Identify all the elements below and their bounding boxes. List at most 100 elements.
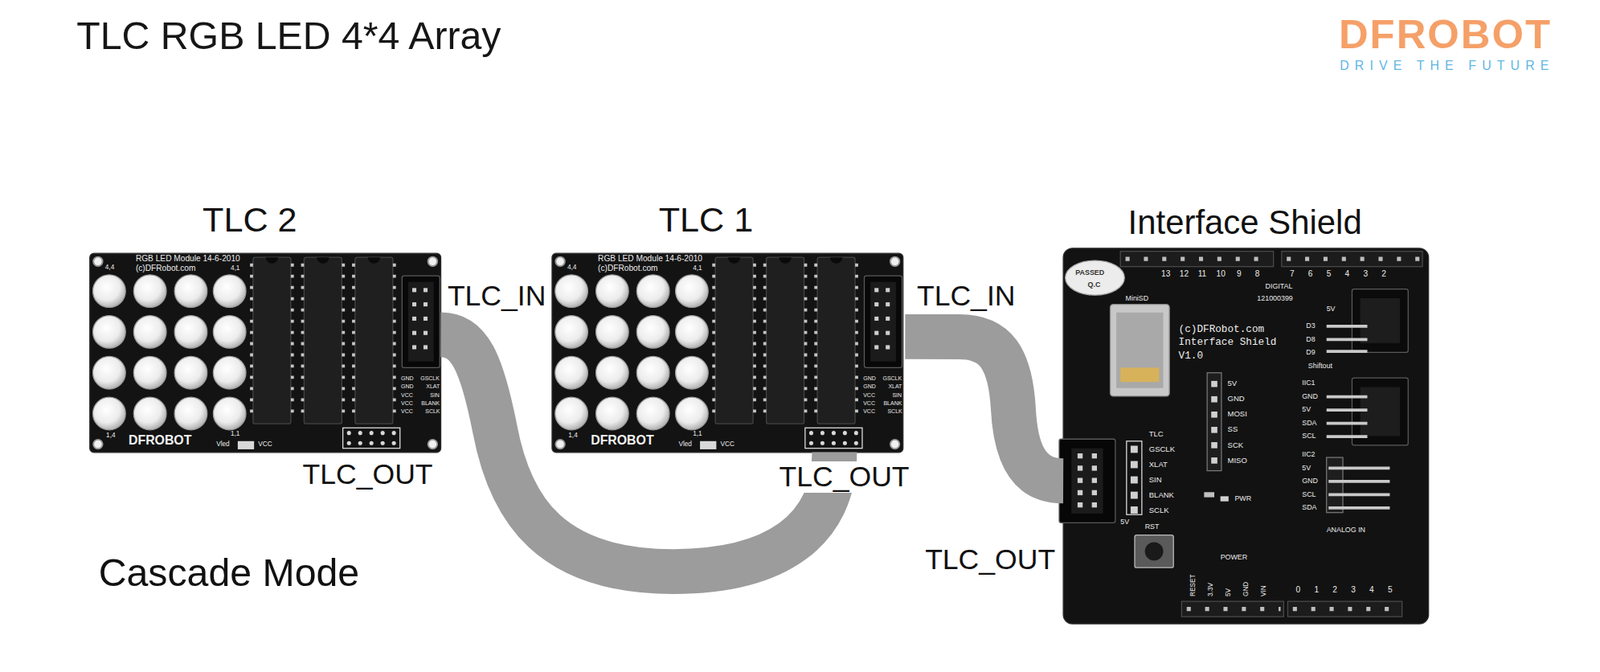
silkscreen-text: TLC (1149, 429, 1164, 438)
callout-label: TLC_OUT (301, 458, 435, 491)
board-detail (1059, 438, 1116, 523)
board-detail (1092, 490, 1097, 496)
silkscreen-text: SDA (1301, 503, 1317, 512)
board-detail (1287, 601, 1402, 617)
silkscreen-text: VCC (401, 392, 414, 398)
silkscreen-text: MOSI (1227, 409, 1248, 418)
board-detail (1145, 541, 1164, 561)
silkscreen-text: 1,1 (692, 430, 702, 438)
board-detail (1130, 506, 1138, 514)
silkscreen-text: SCL (1301, 432, 1316, 440)
board-detail (1130, 461, 1138, 469)
board-detail (1326, 326, 1368, 352)
board-detail (1116, 312, 1163, 389)
board-detail (1281, 251, 1423, 267)
silkscreen-text: SCLK (887, 408, 902, 414)
board-detail (1328, 506, 1390, 510)
board-detail (1092, 465, 1097, 471)
led-board (90, 253, 442, 453)
silkscreen-text: D8 (1305, 335, 1315, 344)
silkscreen-text: GSCLK (420, 375, 440, 381)
board-heading: TLC 1 (658, 200, 754, 239)
silkscreen-text: 5V (1301, 405, 1311, 414)
sticker-text: Q.C (1088, 281, 1101, 289)
silkscreen-text: 3 (1362, 270, 1368, 279)
silkscreen-logo: DFROBOT (590, 433, 654, 447)
board-detail (1326, 457, 1343, 513)
silkscreen-text: VCC (401, 400, 414, 406)
board-detail (1328, 479, 1390, 483)
board-detail (1092, 477, 1097, 483)
silkscreen-text: VCC (863, 400, 876, 406)
silkscreen-text: 5V (1120, 518, 1130, 526)
silkscreen-text: 5V (1225, 587, 1232, 596)
board-detail (1293, 606, 1400, 611)
silkscreen-text: 13 (1161, 270, 1171, 279)
brand-tagline: DRIVE THE FUTURE (1339, 59, 1555, 73)
silkscreen-text: IIC1 (1301, 379, 1315, 387)
callout-label: Cascade Mode (97, 551, 362, 594)
silkscreen-text: BLANK (883, 400, 902, 406)
silkscreen-text: 6 (1308, 270, 1314, 279)
silkscreen-text: (c)DFRobot.com (597, 264, 659, 273)
board-detail (1065, 260, 1126, 295)
board-heading: Interface Shield (1128, 204, 1363, 242)
silkscreen-text: DIGITAL (1265, 282, 1294, 291)
board-detail (1134, 535, 1174, 569)
led-board (552, 253, 904, 453)
silkscreen-text: 4,1 (692, 265, 702, 272)
board-detail (1286, 257, 1420, 262)
board-detail (1326, 395, 1368, 399)
silkscreen-text: 2 (1332, 585, 1338, 594)
board-detail (1120, 251, 1273, 267)
silkscreen-text: GSCLK (882, 375, 902, 381)
silkscreen-text: SCLK (425, 408, 440, 414)
board-detail (1211, 380, 1218, 388)
silkscreen-text: 12 (1179, 270, 1189, 279)
silkscreen-text: XLAT (425, 383, 440, 389)
board-node: Interface Shield (1063, 248, 1429, 624)
silkscreen-text: SDA (1301, 419, 1317, 427)
silkscreen-text: VCC (257, 441, 272, 448)
silkscreen-text: 4 (1345, 270, 1351, 279)
board-detail (1126, 441, 1142, 515)
silkscreen-text: GND (1301, 392, 1318, 401)
silkscreen-text: IIC2 (1301, 450, 1315, 459)
ribbon-cable (904, 336, 1064, 481)
silkscreen-text: Interface Shield (1178, 337, 1277, 348)
silkscreen-text: SCLK (1149, 506, 1170, 515)
silkscreen-text: RESET (1190, 573, 1197, 597)
board-detail (1328, 466, 1390, 471)
board-detail (1360, 298, 1401, 344)
board-detail (1130, 446, 1138, 514)
silkscreen-text: GND (1301, 477, 1318, 485)
silkscreen-text: VIN (1260, 585, 1268, 597)
brand-logo: DFROBOT (1338, 14, 1552, 56)
board-detail (1077, 490, 1083, 496)
board-detail (1328, 493, 1390, 497)
silkscreen-text: 11 (1198, 270, 1208, 279)
board-detail (1211, 426, 1218, 434)
silkscreen-text: 4,4 (567, 264, 577, 271)
silkscreen-text: MISO (1227, 456, 1248, 465)
board-detail (1077, 465, 1083, 471)
silkscreen-text: 8 (1255, 270, 1261, 279)
board-detail (1211, 457, 1218, 464)
callout-label: TLC_IN (446, 280, 548, 312)
silkscreen-text: D3 (1305, 322, 1315, 330)
silkscreen-text: 4,4 (105, 264, 115, 271)
silkscreen-text: VCC (720, 441, 734, 448)
callout-label: TLC_IN (915, 280, 1017, 312)
silkscreen-text: POWER (1220, 553, 1249, 561)
board-detail (1220, 495, 1229, 501)
silkscreen-text: SIN (892, 392, 902, 398)
silkscreen-text: (c)DFRobot.com (135, 264, 197, 273)
board-detail (1077, 453, 1083, 459)
callout-label: TLC_OUT (777, 461, 912, 493)
silkscreen-text: BLANK (1149, 491, 1175, 500)
board-detail (1092, 453, 1097, 459)
silkscreen-text: 10 (1216, 270, 1226, 279)
board-node: TLC 2 (90, 253, 442, 453)
board-detail (1203, 491, 1215, 497)
silkscreen-text: GND (401, 375, 414, 381)
